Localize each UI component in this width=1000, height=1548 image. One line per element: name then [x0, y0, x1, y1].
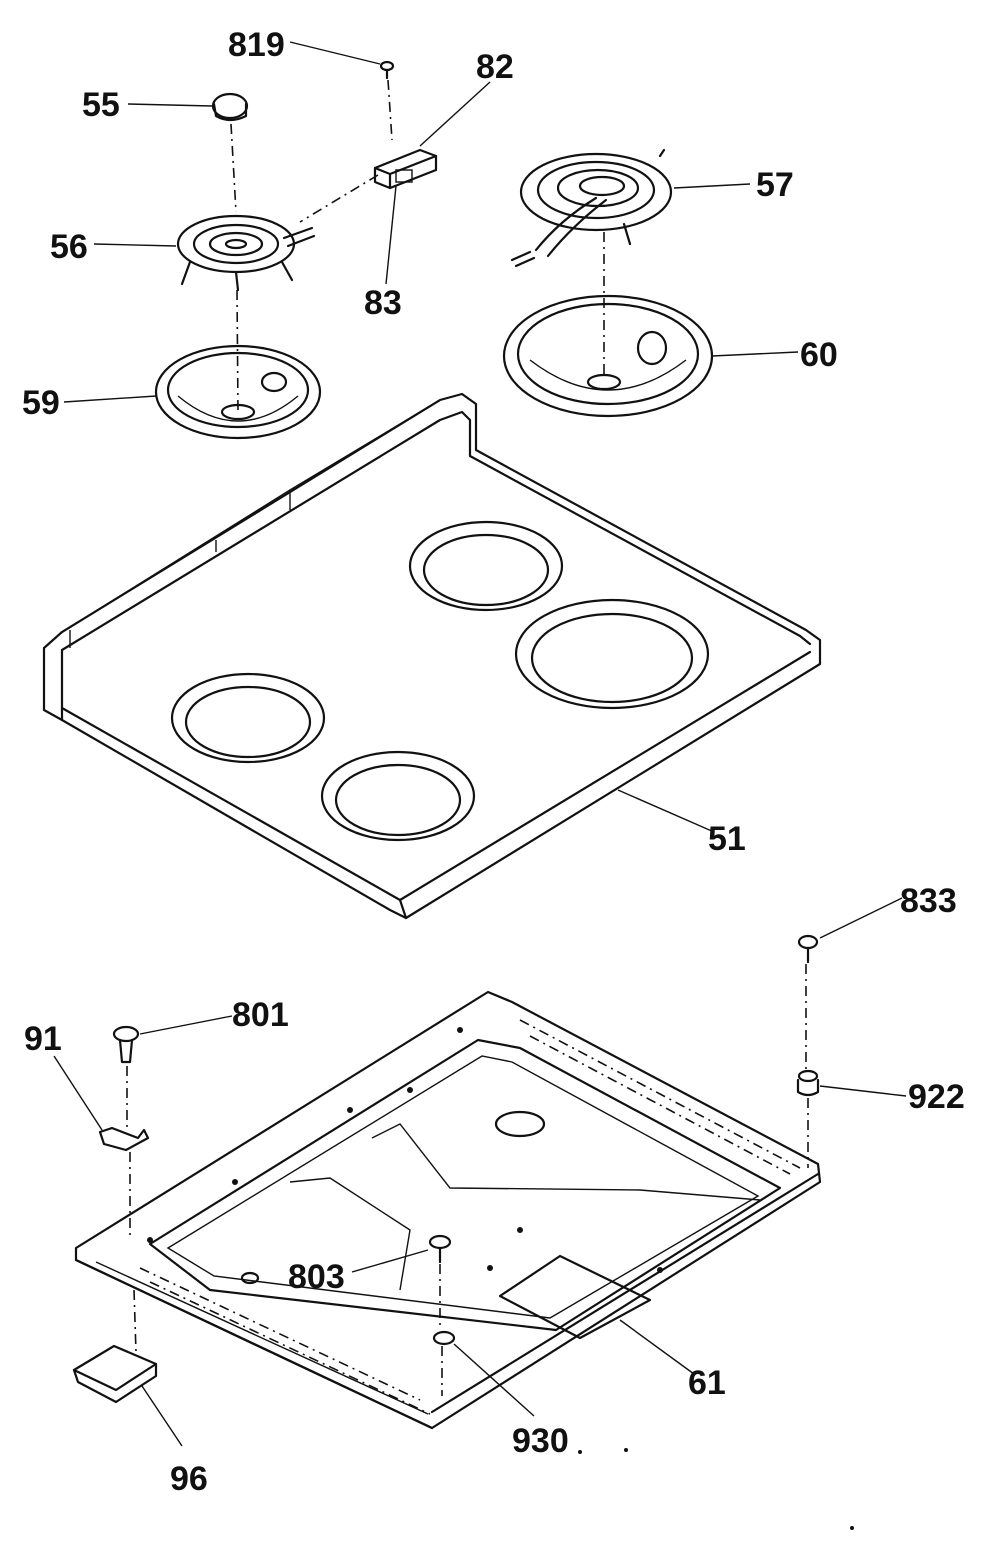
callout-819: 819 [228, 26, 285, 64]
callout-833: 833 [900, 882, 957, 920]
part-930-nut [432, 1330, 456, 1396]
callout-60: 60 [800, 336, 838, 374]
callout-803: 803 [288, 1258, 345, 1296]
part-57-large-element [510, 148, 673, 378]
callout-922: 922 [908, 1078, 965, 1116]
part-82-83-terminal-block [299, 148, 438, 223]
part-803-screw [428, 1234, 452, 1330]
callout-labels: 819 82 55 57 56 83 60 59 51 833 801 91 9… [22, 26, 965, 1498]
part-91-clip [98, 1126, 150, 1240]
callout-96: 96 [170, 1460, 208, 1498]
stray-dot [578, 1450, 582, 1454]
part-60-large-drip-pan [502, 294, 714, 418]
callout-930: 930 [512, 1422, 569, 1460]
callout-801: 801 [232, 996, 289, 1034]
leader-lines [53, 41, 907, 1447]
part-96-bracket [72, 1289, 158, 1404]
callout-59: 59 [22, 384, 60, 422]
callout-83: 83 [364, 284, 402, 322]
part-56-small-element [176, 214, 316, 413]
callout-61: 61 [688, 1364, 726, 1402]
stray-dot [624, 1448, 628, 1452]
callout-51: 51 [708, 820, 746, 858]
callout-55: 55 [82, 86, 120, 124]
part-819-screw [379, 60, 395, 141]
part-61-main-top [74, 990, 822, 1430]
part-55-cap [211, 92, 249, 213]
callout-57: 57 [756, 166, 794, 204]
stray-dot [850, 1526, 854, 1530]
callout-91: 91 [24, 1020, 62, 1058]
part-51-cooktop [42, 392, 822, 920]
callout-56: 56 [50, 228, 88, 266]
part-833-screw [797, 934, 819, 1070]
part-922-bumper [796, 1069, 820, 1168]
part-801-screw [112, 1025, 140, 1128]
part-59-small-drip-pan [154, 344, 322, 440]
callout-82: 82 [476, 48, 514, 86]
